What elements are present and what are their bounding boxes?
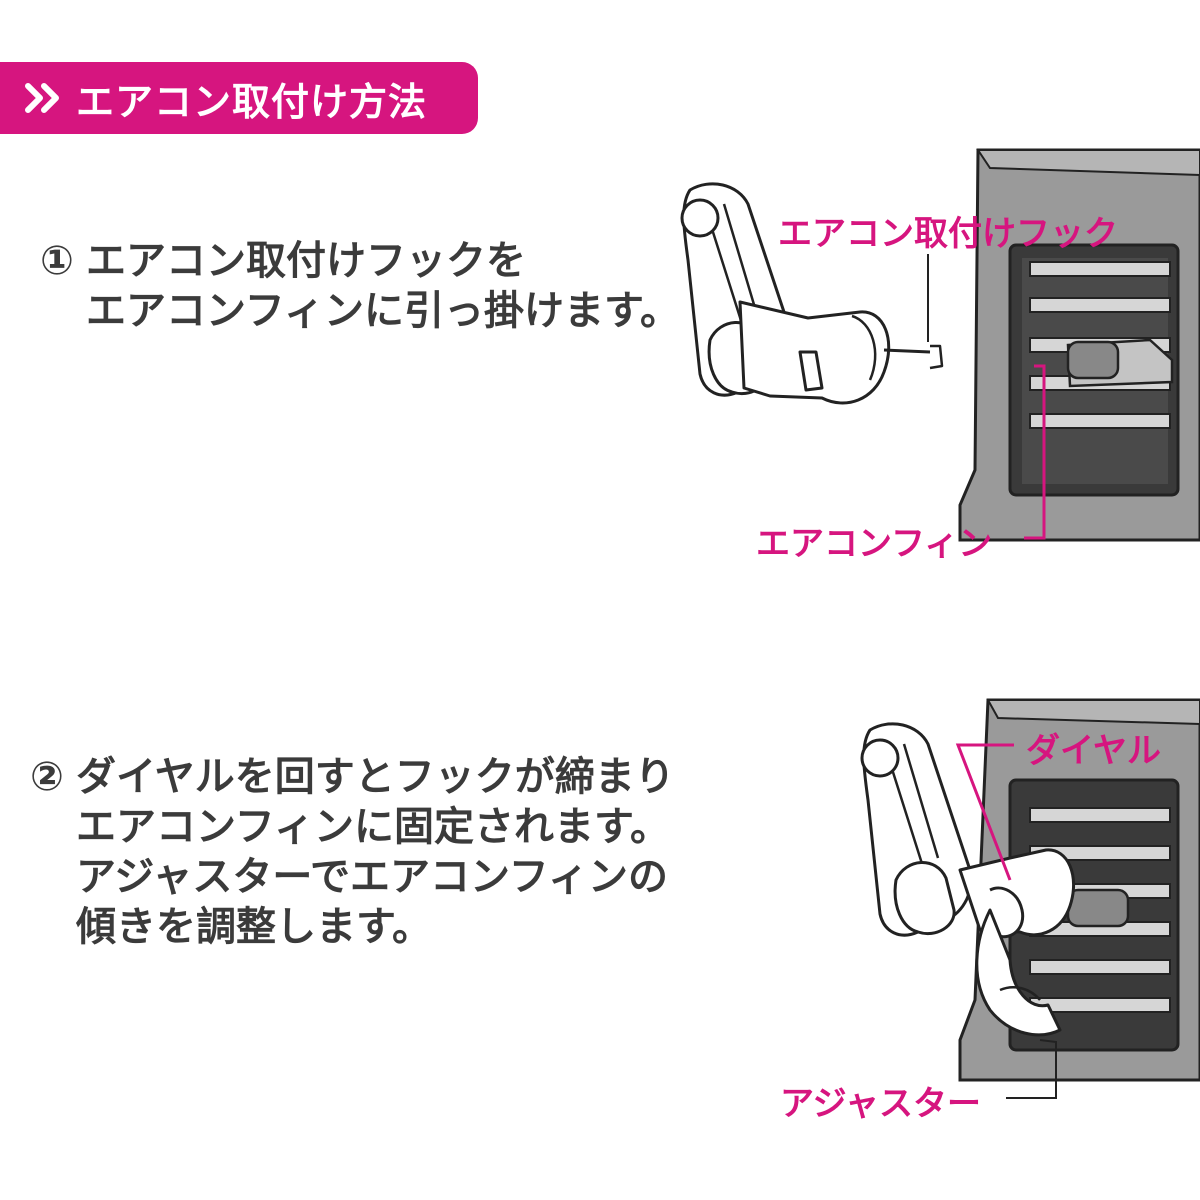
air-vent-illustration-2 xyxy=(958,698,1200,1082)
section-header: エアコン取付け方法 xyxy=(0,62,478,134)
step-1-line-1: エアコン取付けフックを xyxy=(86,238,526,284)
step-1-line-2: エアコンフィンに引っ掛けます。 xyxy=(86,288,680,334)
holder-illustration-1 xyxy=(680,182,944,405)
holder-illustration-2 xyxy=(860,722,1075,1037)
step-2-number: ② xyxy=(30,754,64,800)
step-2-line-2: エアコンフィンに固定されます。 xyxy=(76,804,670,850)
step-2-line-4: 傾きを調整します。 xyxy=(76,904,432,950)
label-air-con-hook: エアコン取付けフック xyxy=(778,214,1118,254)
step-1: ① エアコン取付けフックを エアコンフィンに引っ掛けます。 xyxy=(40,236,680,336)
section-title: エアコン取付け方法 xyxy=(76,79,428,124)
air-vent-illustration-1 xyxy=(958,148,1200,542)
label-adjuster: アジャスター xyxy=(780,1084,981,1124)
step-2: ② ダイヤルを回すとフックが締まり エアコンフィンに固定されます。 アジャスターで… xyxy=(30,752,675,952)
step-1-number: ① xyxy=(40,238,74,284)
step-2-line-1: ダイヤルを回すとフックが締まり xyxy=(76,754,675,800)
label-dial: ダイヤル xyxy=(1026,731,1161,771)
double-chevron-icon xyxy=(25,83,59,113)
step-2-line-3: アジャスターでエアコンフィンの xyxy=(76,854,668,900)
label-air-con-fin: エアコンフィン xyxy=(756,524,993,564)
